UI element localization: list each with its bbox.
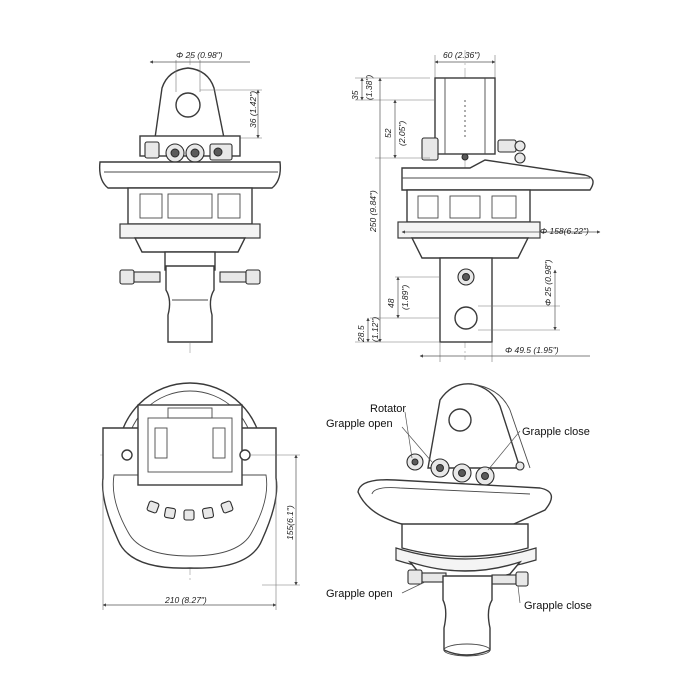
dim-28-5: 28.5 — [356, 325, 366, 343]
isometric-view — [357, 383, 553, 657]
iso-lower-fittings — [407, 569, 529, 587]
front-lower-shaft — [165, 265, 215, 343]
dim-250: 250 (9.84") — [368, 190, 378, 233]
dim-35: 35 — [350, 90, 360, 100]
dim-width-60: 60 (2.36") — [443, 50, 480, 60]
side-flange — [401, 159, 594, 191]
front-rotor-housing — [127, 187, 253, 225]
dim-width-210: 210 (8.27") — [164, 595, 207, 605]
callout-leaders — [401, 411, 521, 604]
callout-grapple-open-top: Grapple open — [326, 418, 393, 430]
iso-handle-loop — [357, 479, 553, 529]
front-pin-hole — [175, 92, 201, 118]
front-side-fittings — [119, 269, 261, 285]
front-hydraulic-fittings — [144, 141, 233, 163]
dim-flange-dia: Φ 158(6.22") — [540, 226, 589, 236]
callout-grapple-open-bottom: Grapple open — [326, 588, 393, 600]
iso-pin-hole — [448, 408, 472, 432]
dim-lower-pin-dia: Φ 25 (0.98") — [543, 259, 553, 306]
callout-grapple-close-bottom: Grapple close — [524, 600, 592, 612]
callout-rotator: Rotator — [370, 403, 406, 415]
dim-shaft-dia: Φ 49.5 (1.95") — [505, 345, 559, 355]
dim-top-pin-dia: Φ 25 (0.98") — [176, 50, 223, 60]
front-view: Φ 25 (0.98") 36 (1.42") — [98, 50, 282, 355]
dim-52: 52 — [383, 128, 393, 138]
dim-52-in: (2.05") — [397, 121, 407, 146]
side-rotor-housing — [406, 189, 531, 223]
top-view-fittings — [146, 500, 234, 521]
iso-lower-shaft — [442, 575, 493, 656]
dim-height-155: 155(6.1") — [285, 505, 295, 540]
callout-grapple-close-top: Grapple close — [522, 426, 590, 438]
top-view-plate — [137, 404, 243, 486]
front-flange — [98, 161, 282, 189]
iso-hydraulic-fittings — [406, 453, 525, 486]
iso-rotor-housing — [401, 523, 529, 558]
side-view: 60 (2.36") 35 (1.38") 52 — [350, 50, 601, 362]
dim-ear-height: 36 (1.42") — [248, 91, 258, 128]
iso-mounting-ear — [427, 383, 521, 469]
dim-28-5-in: (1.12") — [370, 317, 380, 342]
dim-35-in: (1.38") — [364, 75, 374, 100]
top-view: 155(6.1") 210 (8.27") — [100, 382, 300, 610]
side-lower-pin-hole — [454, 306, 478, 330]
dim-48: 48 — [386, 298, 396, 308]
dim-48-in: (1.89") — [400, 285, 410, 310]
